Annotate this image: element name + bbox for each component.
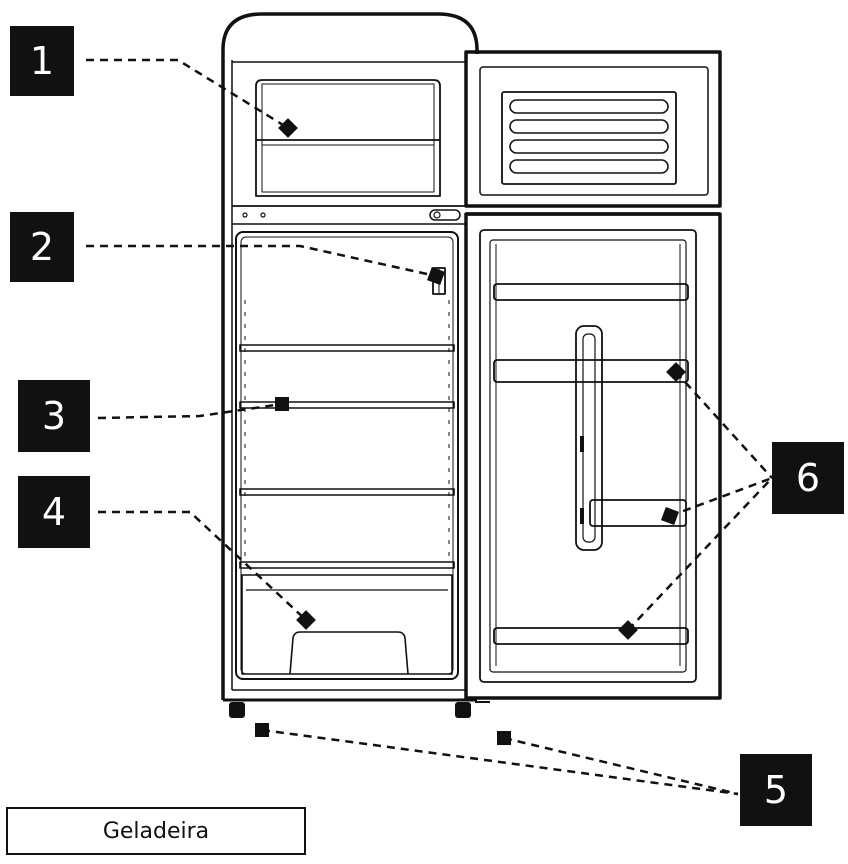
callout-4: 4 <box>18 476 90 548</box>
leader-markers <box>255 118 686 745</box>
leader-lines <box>86 58 773 796</box>
crisper-drawer <box>241 574 453 675</box>
crisper-drawer-handle <box>289 631 409 675</box>
fridge-compartment <box>235 231 459 680</box>
fridge-shelves <box>239 344 455 569</box>
fridge-body-outline <box>221 12 479 700</box>
callout-5: 5 <box>740 754 812 826</box>
callout-1: 1 <box>10 26 74 96</box>
freezer-door <box>464 50 722 208</box>
callout-3: 3 <box>18 380 90 452</box>
ice-tray-ribs <box>509 99 669 174</box>
callout-2: 2 <box>10 212 74 282</box>
caption-label: Geladeira <box>6 807 306 855</box>
fridge-foot-left <box>229 702 245 718</box>
door-shelves <box>493 283 689 645</box>
fridge-foot-right <box>455 702 471 718</box>
callout-6: 6 <box>772 442 844 514</box>
fridge-door <box>464 212 722 700</box>
door-handle <box>575 325 603 551</box>
freezer-basket <box>255 79 441 197</box>
